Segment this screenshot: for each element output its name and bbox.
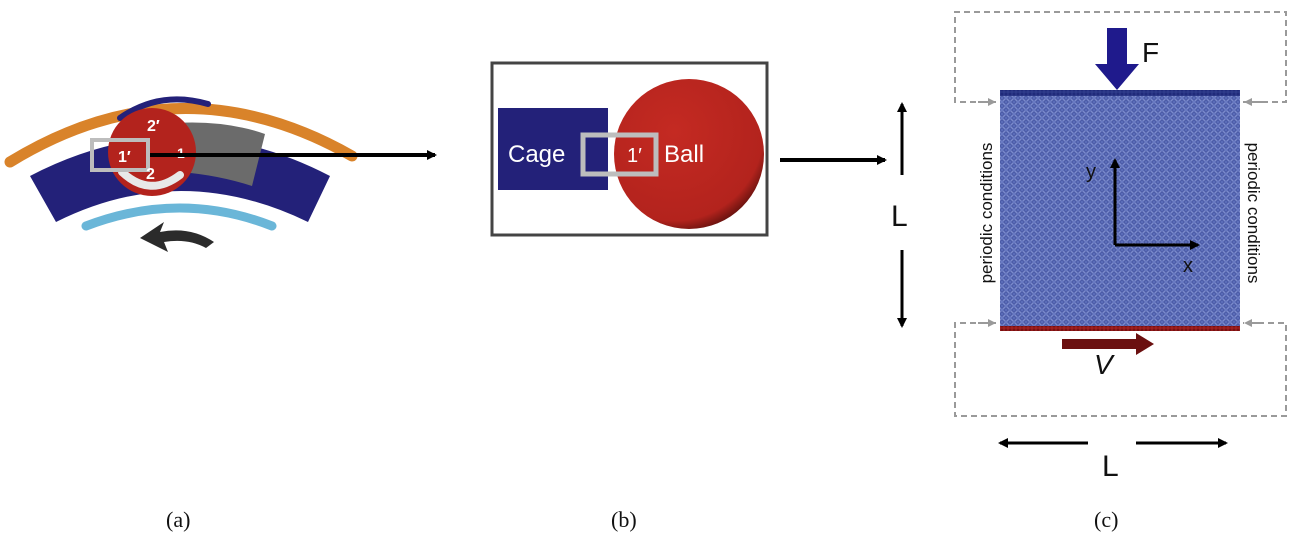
length-label-vertical: L xyxy=(891,200,908,233)
panel-a: 2′ 1′ 1 2 (a) xyxy=(4,96,437,532)
top-wall-layer xyxy=(1000,90,1240,96)
contact-label: 1′ xyxy=(627,145,642,167)
panel-b: Cage Ball 1′ (b) xyxy=(490,61,887,532)
length-label-horizontal: L xyxy=(1102,450,1119,483)
inner-race xyxy=(81,203,277,231)
periodic-boundary-bottom xyxy=(954,322,1287,417)
velocity-label: V xyxy=(1094,349,1115,380)
periodic-boundary-top xyxy=(954,11,1287,103)
force-label: F xyxy=(1142,37,1159,68)
granular-domain xyxy=(1000,93,1240,328)
contact-window xyxy=(580,132,659,177)
cage-label: Cage xyxy=(508,141,565,168)
ball-retainer-arc xyxy=(117,96,211,121)
axis-y-label: y xyxy=(1086,161,1096,183)
caption-a: (a) xyxy=(166,507,190,532)
outer-race xyxy=(4,103,358,168)
caption-b: (b) xyxy=(611,507,637,532)
velocity-arrow xyxy=(1062,333,1154,355)
rotation-arrow xyxy=(140,222,214,252)
label-2: 2 xyxy=(146,166,155,183)
selection-window xyxy=(90,138,150,172)
ball-rotation-swoosh xyxy=(118,168,184,190)
bottom-wall-layer xyxy=(1000,326,1240,331)
label-2prime: 2′ xyxy=(147,118,160,135)
force-arrow xyxy=(1095,28,1139,90)
label-1prime: 1′ xyxy=(118,149,131,166)
periodic-label-left: periodic conditions xyxy=(977,143,996,284)
panel-c: F V y x periodic conditions periodic con… xyxy=(891,11,1287,532)
caption-c: (c) xyxy=(1094,507,1118,532)
periodic-label-right: periodic conditions xyxy=(1244,143,1263,284)
ball-label: Ball xyxy=(664,141,704,168)
ball xyxy=(614,79,764,229)
axis-x-label: x xyxy=(1183,255,1193,277)
